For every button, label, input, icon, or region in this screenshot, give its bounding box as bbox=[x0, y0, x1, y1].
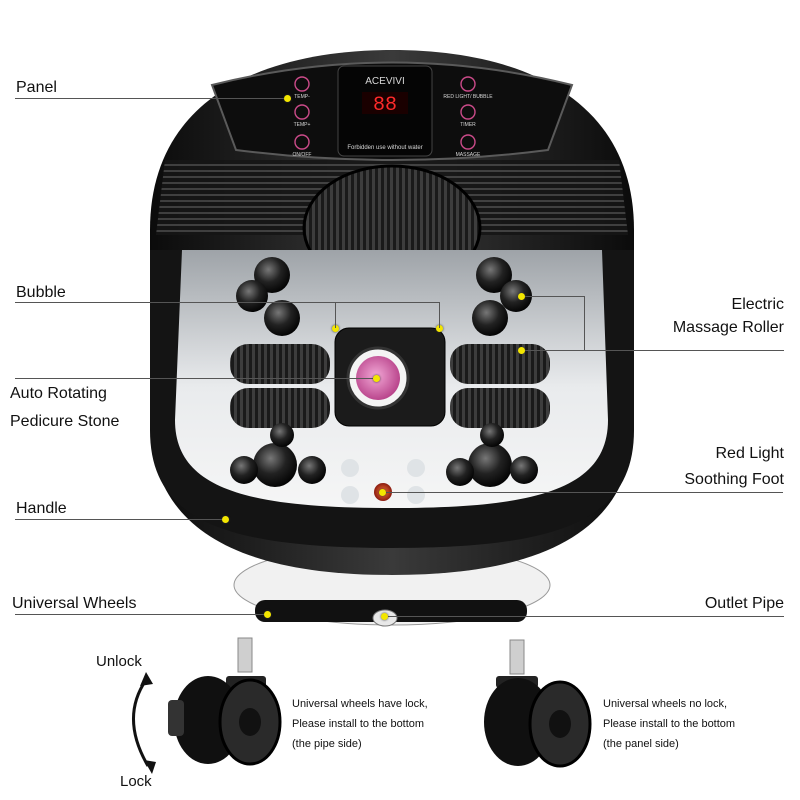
roller-leader bbox=[522, 296, 584, 297]
bubble-dot-right bbox=[436, 325, 443, 332]
svg-text:TIMER: TIMER bbox=[460, 122, 476, 128]
left-wheel-note: Universal wheels have lock, Please insta… bbox=[292, 698, 428, 750]
svg-text:88: 88 bbox=[373, 94, 397, 117]
lock-label: Lock bbox=[120, 773, 152, 790]
handle-leader bbox=[15, 519, 225, 520]
svg-text:Forbidden use without water: Forbidden use without water bbox=[347, 145, 422, 151]
svg-text:TEMP-: TEMP- bbox=[294, 94, 310, 100]
label-bubble: Bubble bbox=[16, 284, 66, 301]
label-panel: Panel bbox=[16, 79, 57, 96]
outlet-dot bbox=[381, 613, 388, 620]
handle-dot bbox=[222, 516, 229, 523]
label-outlet: Outlet Pipe bbox=[704, 595, 784, 612]
label-redlight-line2: Soothing Foot bbox=[684, 471, 784, 488]
wheels-dot bbox=[264, 611, 271, 618]
panel-dot bbox=[284, 95, 291, 102]
label-roller-line2: Massage Roller bbox=[672, 319, 784, 336]
roller-dot-a bbox=[518, 293, 525, 300]
svg-text:MASSAGE: MASSAGE bbox=[456, 152, 481, 158]
label-handle: Handle bbox=[16, 500, 67, 517]
right-wheel-note: Universal wheels no lock, Please install… bbox=[603, 698, 736, 750]
stone-leader bbox=[15, 378, 377, 379]
outlet-leader bbox=[385, 616, 784, 617]
bubble-dot-left bbox=[332, 325, 339, 332]
roller-dot-b bbox=[518, 347, 525, 354]
redlight-leader bbox=[383, 492, 783, 493]
label-redlight-line1: Red Light bbox=[715, 445, 785, 462]
panel-leader bbox=[15, 98, 287, 99]
wheels-leader bbox=[15, 614, 267, 615]
label-roller-line1: Electric bbox=[731, 296, 784, 313]
label-wheels: Universal Wheels bbox=[12, 595, 137, 612]
svg-text:ON/OFF: ON/OFF bbox=[293, 152, 312, 158]
redlight-dot bbox=[379, 489, 386, 496]
svg-text:ACEVIVI: ACEVIVI bbox=[365, 76, 404, 87]
label-stone-line2: Pedicure Stone bbox=[10, 413, 120, 430]
svg-text:TEMP+: TEMP+ bbox=[294, 122, 311, 128]
bubble-leader bbox=[15, 302, 335, 303]
stone-dot bbox=[373, 375, 380, 382]
label-stone-line1: Auto Rotating bbox=[10, 385, 107, 402]
svg-text:RED LIGHT/ BUBBLE: RED LIGHT/ BUBBLE bbox=[443, 94, 493, 100]
unlock-label: Unlock bbox=[96, 653, 142, 670]
